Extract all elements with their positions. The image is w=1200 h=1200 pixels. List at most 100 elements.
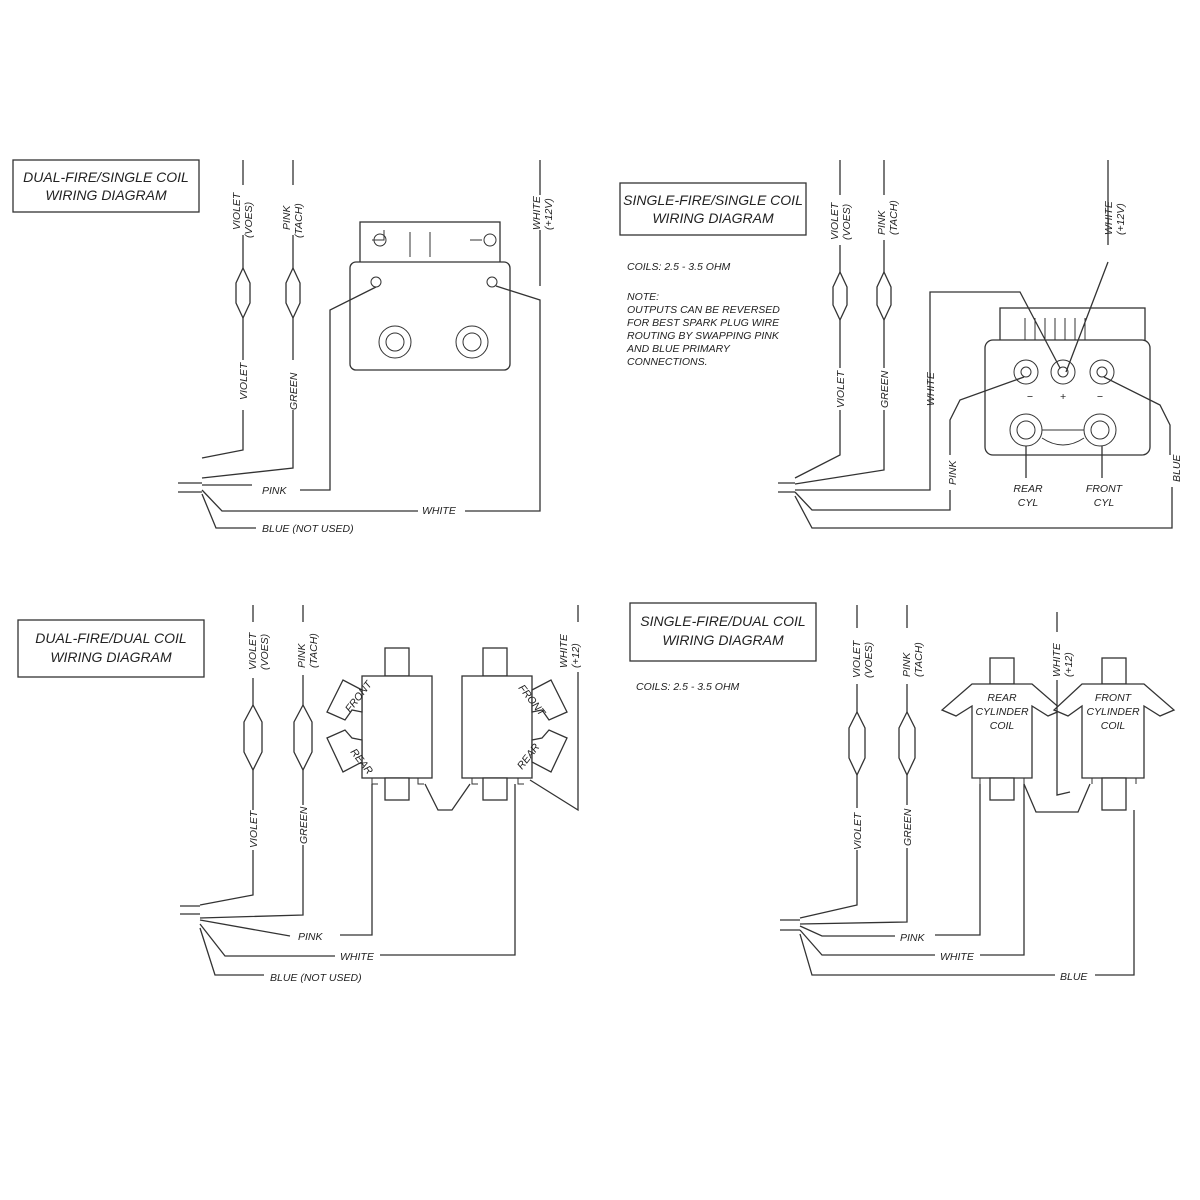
green-label: GREEN (298, 806, 310, 844)
single-coil (349, 221, 511, 371)
pink-connector (285, 266, 301, 320)
harness-end (178, 482, 202, 493)
front-tower (531, 679, 568, 721)
plus12v-label: (+12V) (543, 198, 555, 230)
violet-connector (243, 703, 263, 772)
violet-wire-bottom (201, 318, 244, 459)
white-to-coil-wire (465, 285, 541, 512)
minus-right: − (1097, 391, 1103, 403)
voes-label: (VOES) (863, 642, 875, 678)
violet-label: VIOLET (238, 361, 250, 400)
rear-coil-line2: CYLINDER (975, 706, 1029, 718)
blue-label: BLUE (1171, 454, 1183, 482)
harness-end (778, 482, 795, 493)
tach-label: (TACH) (913, 642, 925, 677)
coil-body (940, 683, 1064, 779)
diagram-dual-fire-dual-coil: DUAL-FIRE/DUAL COIL WIRING DIAGRAM VIOLE… (17, 605, 582, 984)
front-cyl-line2: CYL (1094, 497, 1115, 509)
violet-label: VIOLET (835, 369, 847, 408)
coils-spec: COILS: 2.5 - 3.5 OHM (636, 681, 740, 693)
violet-top-label: VIOLET (247, 631, 259, 670)
coil-jumper (1023, 783, 1091, 813)
pink-connector (898, 710, 916, 777)
green-label: GREEN (288, 372, 300, 410)
white-top-label: WHITE (558, 633, 570, 668)
title-line1: DUAL-FIRE/SINGLE COIL (23, 169, 189, 185)
pink-top-label: PINK (296, 642, 308, 668)
front-coil-line3: COIL (1101, 720, 1126, 732)
green-label: GREEN (879, 370, 891, 408)
pink-label: PINK (262, 485, 288, 497)
pink-label: PINK (947, 459, 959, 485)
pink-connector (293, 703, 313, 772)
rear-tower (531, 729, 568, 773)
title-line1: SINGLE-FIRE/SINGLE COIL (623, 192, 803, 208)
pink-top-label: PINK (901, 651, 913, 677)
violet-connector (832, 270, 848, 322)
pink-top-label: PINK (876, 209, 888, 235)
violet-top-label: VIOLET (851, 639, 863, 678)
white-wire-top (529, 605, 579, 812)
title-line1: SINGLE-FIRE/DUAL COIL (640, 613, 805, 629)
note-line6: CONNECTIONS. (627, 356, 708, 368)
violet-top-label: VIOLET (231, 191, 243, 230)
coil-front-rear-2: FRONT REAR (461, 647, 568, 801)
pink-label: PINK (900, 932, 926, 944)
coil-terminal-right (486, 276, 498, 288)
front-coil-line1: FRONT (1095, 692, 1133, 704)
note-line3: FOR BEST SPARK PLUG WIRE (627, 317, 780, 329)
coil-front-rear-1: FRONT REAR (326, 647, 433, 801)
white-label: WHITE (340, 951, 375, 963)
title-box (629, 602, 817, 662)
front-coil-line2: CYLINDER (1086, 706, 1140, 718)
minus-left: − (1027, 391, 1033, 403)
diagram-single-fire-dual-coil: SINGLE-FIRE/DUAL COIL WIRING DIAGRAM COI… (629, 602, 1176, 983)
rear-cyl-line1: REAR (1013, 483, 1043, 495)
front-tower (326, 679, 363, 721)
white-label: WHITE (422, 505, 457, 517)
diagram-dual-fire-single-coil: DUAL-FIRE/SINGLE COIL WIRING DIAGRAM VIO… (12, 159, 555, 535)
coil-jumper (424, 783, 471, 811)
violet-label: VIOLET (248, 809, 260, 848)
coil-body (361, 675, 433, 779)
plus-center: + (1060, 391, 1066, 403)
coil-body (461, 675, 533, 779)
pink-to-coil-wire (300, 286, 377, 491)
rear-cyl-line2: CYL (1018, 497, 1039, 509)
white-top-label: WHITE (531, 195, 543, 230)
rear-coil-line3: COIL (990, 720, 1015, 732)
front-cylinder-coil: FRONT CYLINDER COIL (1052, 657, 1176, 811)
rear-tower (326, 729, 363, 773)
title-line2: WIRING DIAGRAM (50, 649, 172, 665)
title-line2: WIRING DIAGRAM (652, 210, 774, 226)
violet-label: VIOLET (852, 811, 864, 850)
coil-body (349, 261, 511, 371)
plus12-label: (+12) (1063, 652, 1075, 677)
violet-top-label: VIOLET (829, 201, 841, 240)
blue-label: BLUE (1060, 971, 1088, 983)
coil-body (984, 339, 1151, 456)
coil-body (1052, 683, 1176, 779)
title-box (12, 159, 200, 213)
note-line5: AND BLUE PRIMARY (626, 343, 731, 355)
voes-label: (VOES) (259, 634, 271, 670)
title-box (619, 182, 807, 236)
voes-label: (VOES) (841, 204, 853, 240)
white-wire-top (1065, 160, 1109, 373)
plus12-label: (+12) (570, 643, 582, 668)
tach-label: (TACH) (308, 633, 320, 668)
pink-label: PINK (298, 931, 324, 943)
tach-label: (TACH) (888, 200, 900, 235)
white-top-label: WHITE (1103, 200, 1115, 235)
violet-connector (235, 266, 251, 320)
note-line1: NOTE: (627, 291, 659, 303)
white-top-label: WHITE (1051, 642, 1063, 677)
white-wire (929, 291, 1061, 410)
title-line1: DUAL-FIRE/DUAL COIL (35, 630, 186, 646)
front-cyl-line1: FRONT (1086, 483, 1124, 495)
coils-spec: COILS: 2.5 - 3.5 OHM (627, 261, 731, 273)
blue-label: BLUE (NOT USED) (262, 523, 354, 535)
plus12v-label: (+12V) (1115, 203, 1127, 235)
tach-label: (TACH) (293, 203, 305, 238)
green-wire (201, 318, 294, 479)
